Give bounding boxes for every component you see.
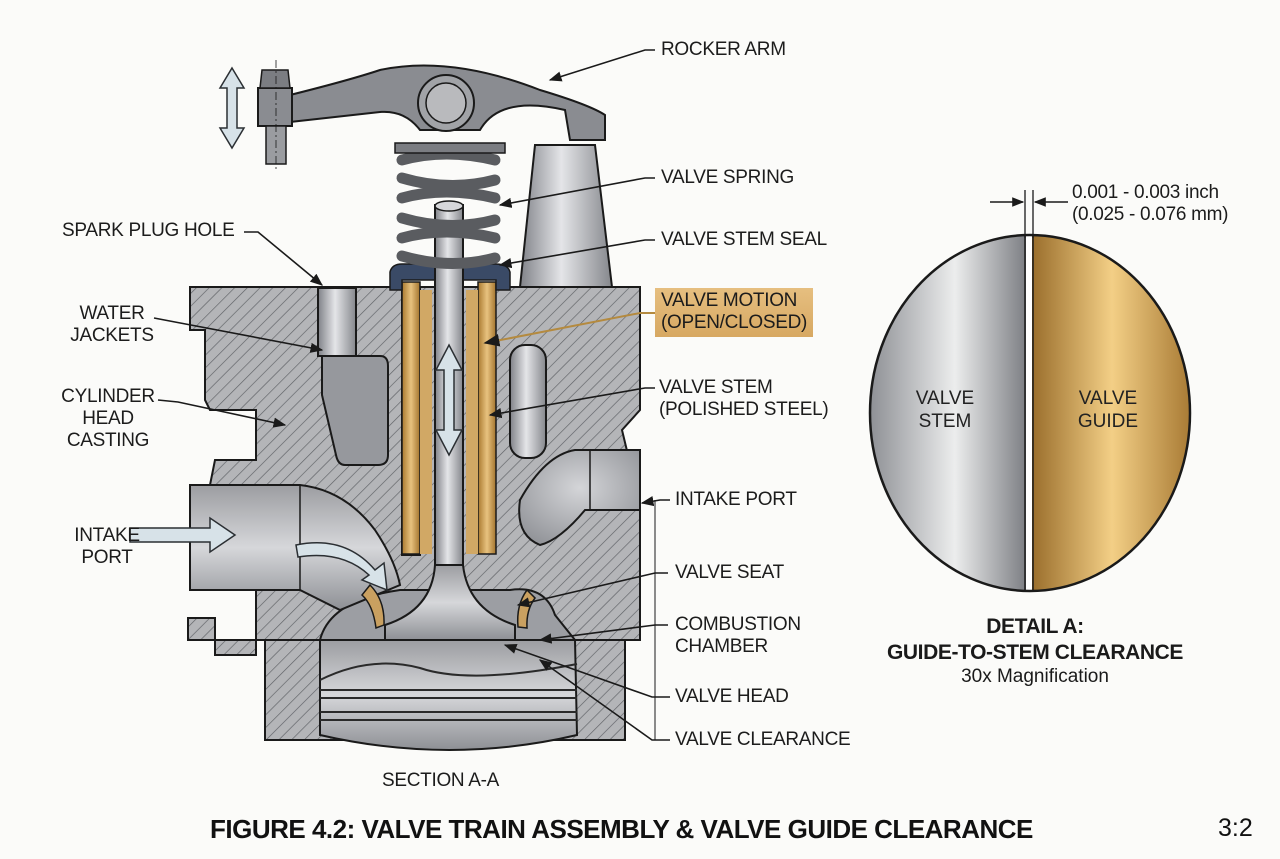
section-label: SECTION A-A (382, 770, 500, 791)
label-spark-plug-hole: SPARK PLUG HOLE (62, 220, 235, 241)
label-valve-stem-line2: (POLISHED STEEL) (659, 399, 829, 420)
intake-flow-curve-arrow-icon (295, 542, 388, 592)
detail-stem-line1: VALVE (915, 388, 975, 409)
label-valve-stem: VALVE STEM (POLISHED STEEL) (659, 377, 829, 421)
scale-ratio: 3:2 (1218, 814, 1253, 842)
adjust-motion-arrow-icon (218, 66, 246, 150)
detail-heading-line2: GUIDE-TO-STEM CLEARANCE (886, 641, 1184, 664)
label-cyl-line1: CYLINDER (61, 386, 155, 407)
label-valve-motion-line1: VALVE MOTION (661, 290, 798, 311)
label-valve-motion: VALVE MOTION (OPEN/CLOSED) (655, 288, 814, 337)
label-rocker-arm: ROCKER ARM (661, 39, 786, 60)
valve-motion-arrow-icon (434, 343, 464, 457)
intake-port-left (189, 484, 402, 612)
clearance-mm: (0.025 - 0.076 mm) (1072, 204, 1229, 225)
label-valve-stem-seal: VALVE STEM SEAL (661, 229, 827, 250)
valve-guide (401, 281, 497, 555)
label-cyl-line2: HEAD (82, 408, 134, 429)
label-cylinder-head-casting: CYLINDER HEAD CASTING (52, 386, 164, 452)
piston-rings (320, 689, 577, 721)
water-jacket-left (321, 355, 389, 466)
spring-retainer (394, 142, 506, 154)
valve-head (384, 564, 516, 641)
detail-magnification: 30x Magnification (961, 666, 1109, 687)
label-combustion-line1: COMBUSTION (675, 614, 801, 635)
clearance-inch: 0.001 - 0.003 inch (1072, 182, 1219, 203)
figure-title: FIGURE 4.2: VALVE TRAIN ASSEMBLY & VALVE… (210, 814, 1033, 844)
label-intake-line1: INTAKE (74, 525, 140, 546)
valve-spring (396, 148, 501, 269)
intake-port-right (518, 449, 641, 547)
adjuster-nut (259, 69, 291, 89)
intake-flow-arrow-icon (129, 516, 237, 554)
label-valve-seat: VALVE SEAT (675, 562, 784, 583)
spark-plug-hole (317, 287, 357, 357)
detail-stem-label: VALVE STEM (905, 387, 985, 433)
label-valve-stem-line1: VALVE STEM (659, 377, 773, 398)
label-cyl-line3: CASTING (66, 430, 150, 451)
valve (384, 200, 516, 641)
label-water-line2: JACKETS (70, 325, 154, 346)
detail-caption: DETAIL A: GUIDE-TO-STEM CLEARANCE 30x Ma… (860, 614, 1210, 688)
label-valve-head: VALVE HEAD (675, 686, 789, 707)
valve-seat-left (360, 583, 385, 630)
label-water-line1: WATER (79, 303, 145, 324)
rocker-stand (518, 144, 614, 288)
detail-guide-line1: VALVE (1078, 388, 1138, 409)
label-valve-motion-line2: (OPEN/CLOSED) (661, 312, 808, 333)
water-jacket-right (509, 344, 547, 459)
detail-stem-line2: STEM (918, 411, 972, 432)
detail-heading-line1: DETAIL A: (986, 615, 1084, 638)
label-intake-port-left: INTAKE PORT (62, 525, 152, 569)
detail-guide-line2: GUIDE (1077, 411, 1139, 432)
label-valve-spring: VALVE SPRING (661, 167, 794, 188)
label-intake-port-right: INTAKE PORT (675, 489, 797, 510)
label-combustion-chamber: COMBUSTION CHAMBER (675, 614, 801, 658)
label-valve-clearance: VALVE CLEARANCE (675, 729, 851, 750)
label-combustion-line2: CHAMBER (675, 636, 768, 657)
rocker-arm (257, 60, 606, 172)
label-water-jackets: WATER JACKETS (62, 303, 162, 347)
leader-lines (153, 49, 670, 741)
label-intake-line2: PORT (81, 547, 133, 568)
piston (319, 639, 579, 751)
clearance-dimension: 0.001 - 0.003 inch (0.025 - 0.076 mm) (1072, 182, 1228, 226)
detail-guide-label: VALVE GUIDE (1068, 387, 1148, 433)
